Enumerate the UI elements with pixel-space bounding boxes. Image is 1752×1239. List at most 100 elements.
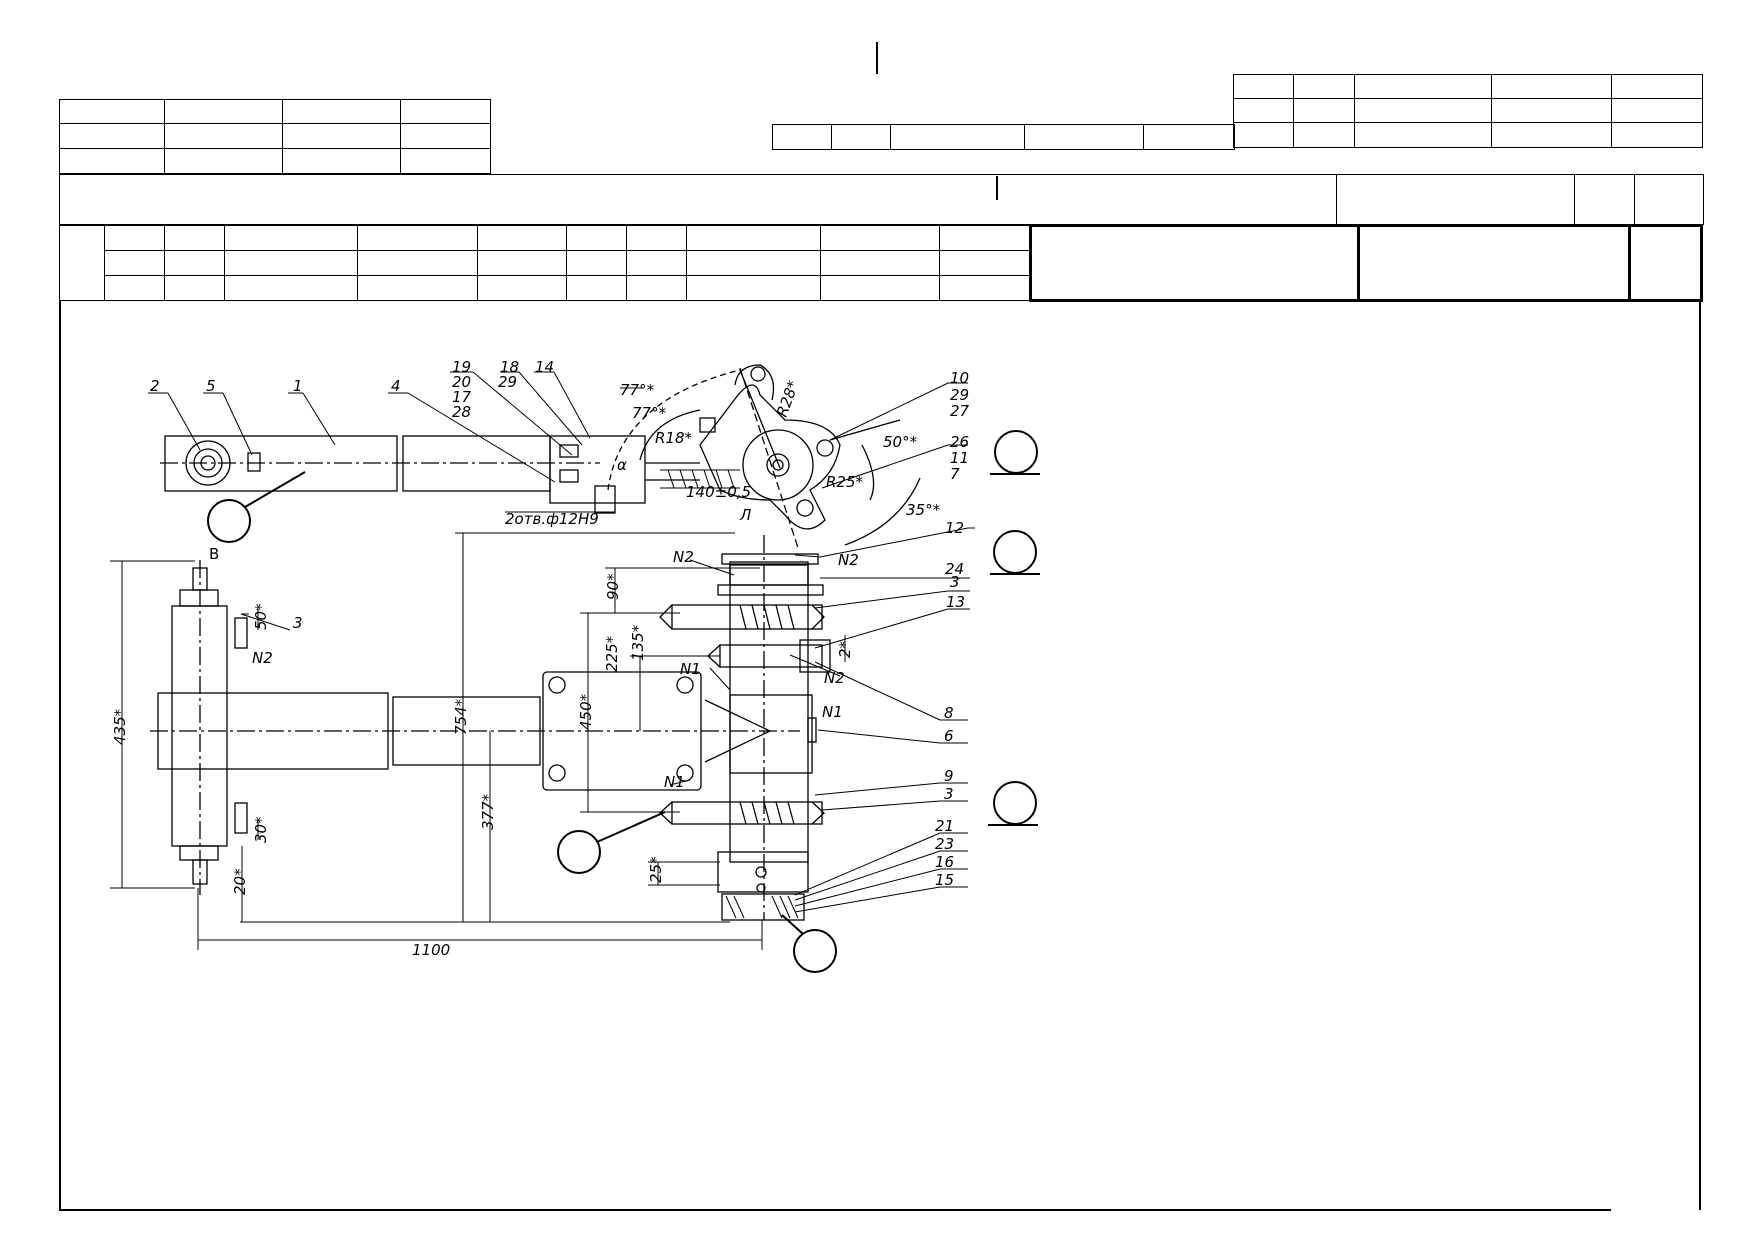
callout-11: 11 [950,449,969,467]
dim-754: 754* [452,698,470,735]
lever-pivot [742,429,814,501]
dim-60: 35°* [906,501,941,519]
section-bubbles [207,430,1040,973]
stamp-cell [476,275,568,301]
callout-26: 27 [950,402,970,420]
stamp-block-thick [1627,224,1704,302]
stamp-cell [59,148,165,174]
stamp-cell [1293,98,1355,123]
section-bubble-empty [993,781,1037,825]
dim-35: 50°* [883,433,918,451]
callout-17: 17 [452,388,472,406]
callout-3-top: 3 [950,573,960,591]
stamp-cell [939,225,1031,251]
lever-plate [699,384,841,530]
stamp-table-lower [58,224,1704,302]
label-n2-top-right: N2 [838,551,859,569]
dim-50: 50* [252,603,270,630]
callout-28: 29 [498,373,517,391]
callout-24: 24 [945,560,964,578]
stamp-cell [819,275,941,301]
stamp-cell [566,275,627,301]
stamp-cell [625,275,687,301]
stamp-cell [400,123,491,149]
callout-21: 21 [935,817,954,835]
stamp-block-thick [1028,224,1361,302]
dim-377: 377* [479,793,497,830]
stamp-cell [1491,98,1612,123]
stamp-cell [357,225,478,251]
section-bubble-empty [993,530,1037,574]
callout-18: 18 [500,358,519,376]
stamp-cell [282,123,401,149]
callout-25: 26 [950,433,969,451]
stamp-cell [890,124,1025,150]
dim-30: 30* [252,816,270,843]
stamp-cell [685,275,821,301]
title-tick-mark [996,176,998,200]
stamp-cell [163,250,225,276]
lower-collar [671,801,823,825]
dimension-lines [110,511,846,950]
title-row [59,174,1704,225]
section-bubble-empty [207,499,251,543]
stamp-cell [771,124,833,150]
section-bubble-empty [557,830,601,874]
stamp-cell [357,275,478,301]
dim-r18: R18* [655,429,693,447]
stamp-cell [1491,122,1612,148]
stamp-cell [163,225,225,251]
stamp-cell [104,275,165,301]
title-cell-sheets [1634,174,1704,225]
callout-20: 20 [452,373,471,391]
dim-90: 90* [604,573,622,600]
stamp-cell [357,250,478,276]
callout-1: 1 [293,377,303,395]
stamp-cell [939,275,1031,301]
callout-23: 23 [935,835,954,853]
callout-3-left: 3 [293,614,303,632]
top-tick-mark [876,42,878,74]
drawing-text: 2 5 1 4 19 20 17 28 18 29 14 77°* 77°* R… [111,358,970,959]
stamp-cell [164,148,283,174]
dim-25: 25* [647,856,665,883]
dim-225: 225* [603,635,621,672]
section-bubble-empty [994,430,1038,474]
clamp-block [549,435,646,504]
dim-135: 135* [629,624,647,661]
right-column [729,561,809,863]
callout-29: 29 [950,386,969,404]
stamp-cell [1610,74,1704,99]
bottom-seal [721,893,805,921]
top-bearing [185,440,231,486]
stamp-cell [1353,98,1493,123]
stamp-table-middle [771,124,1236,150]
callout-3-bottom: 3 [944,785,954,803]
dim-r28: R28* [773,378,803,419]
dim-r25: R25* [826,473,864,491]
stamp-cell [625,225,687,251]
stamp-cell [819,225,941,251]
callout-4: 4 [391,377,401,395]
label-n1-bottom: N1 [664,773,685,791]
stamp-cell [1610,122,1704,148]
stamp-block-thick [1357,224,1631,302]
stamp-cell [223,275,359,301]
label-n1-right: N1 [822,703,843,721]
label-n2-left: N2 [252,649,273,667]
dim-20: 20* [231,868,249,895]
callout-8: 8 [944,704,954,722]
callout-19: 19 [452,358,471,376]
bottom-cup [717,851,809,893]
stamp-cell [59,123,165,149]
top-view [160,364,921,549]
dim-77: 77°* [620,381,655,399]
title-cell-sheet [1574,174,1635,225]
stamp-table-upper-right [1232,74,1704,148]
dim-1100: 1100 [412,941,450,959]
callout-13: 13 [946,593,965,611]
stamp-cell [819,250,941,276]
frame-right-border [1699,300,1701,1210]
label-l: Л [739,506,751,524]
dim-2: 2* [836,640,854,658]
